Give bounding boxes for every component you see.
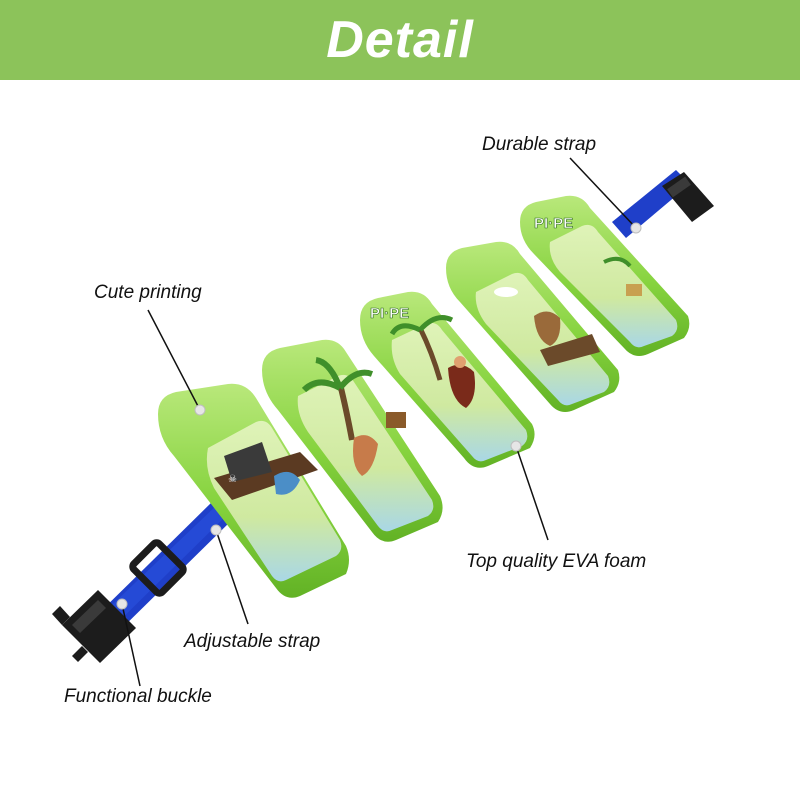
callout-durable-strap: Durable strap <box>482 134 597 155</box>
callout-cute-printing: Cute printing <box>94 282 202 303</box>
svg-text:☠: ☠ <box>228 474 237 485</box>
foam-block-1: ☠ <box>158 383 349 598</box>
callout-functional-buckle: Functional buckle <box>64 686 212 707</box>
page-title: Detail <box>326 11 474 69</box>
foam-block-5: PI·PE <box>520 195 690 356</box>
callout-top-quality-foam: Top quality EVA foam <box>466 551 647 572</box>
right-buckle <box>662 172 714 222</box>
strap-adjuster <box>129 539 187 597</box>
foam-block-4 <box>446 241 620 412</box>
callout-adjustable-strap: Adjustable strap <box>184 631 321 652</box>
product-illustration: ☠ PI·PE PI·PE <box>52 157 714 687</box>
foam-block-2 <box>262 339 443 542</box>
functional-buckle <box>52 590 136 663</box>
callout-lines <box>121 157 637 687</box>
callout-dots <box>116 222 642 610</box>
brand-logo-text: PI·PE <box>370 305 409 322</box>
header-banner: Detail <box>0 0 800 80</box>
brand-logo-text-2: PI·PE <box>534 215 573 232</box>
foam-block-3: PI·PE <box>360 291 535 468</box>
